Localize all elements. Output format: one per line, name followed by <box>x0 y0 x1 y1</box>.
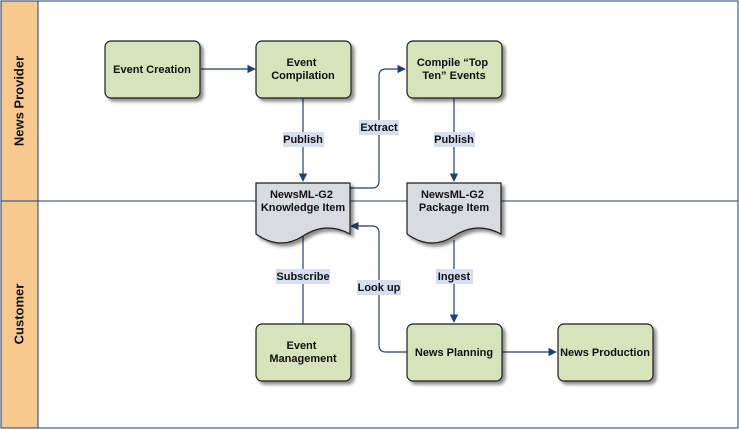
node-label: News Planning <box>415 347 493 359</box>
edge-label-subscribe: Subscribe <box>276 269 330 284</box>
edge-label-extract: Extract <box>359 120 399 135</box>
edge-label-publish-1: Publish <box>283 132 324 147</box>
node-label-line: Management <box>269 353 337 365</box>
edge-label-text: Publish <box>434 134 474 146</box>
lane-label-news-provider: News Provider <box>11 56 26 146</box>
node-knowledge-item: NewsML-G2 Knowledge Item <box>255 182 351 244</box>
node-label: News Production <box>560 347 650 359</box>
edge-label-text: Subscribe <box>276 271 329 283</box>
process-box <box>255 323 352 382</box>
node-event-management: Event Management <box>255 323 352 382</box>
node-package-item: NewsML-G2 Package Item <box>406 182 502 244</box>
edge-label-publish-2: Publish <box>434 132 475 147</box>
process-box <box>104 40 201 99</box>
edge-label-look-up: Look up <box>357 280 401 295</box>
node-label-line: Event <box>286 340 316 352</box>
edge-label-text: Publish <box>283 134 323 146</box>
node-label: Event Creation <box>113 64 191 76</box>
node-label-line: Compilation <box>271 70 335 82</box>
process-box <box>406 323 503 382</box>
node-event-creation: Event Creation <box>104 40 201 99</box>
edge-label-ingest: Ingest <box>436 269 473 284</box>
node-label: Event Compilation <box>271 57 335 82</box>
node-label-line: Ten” Events <box>422 70 485 82</box>
node-label-line: News Production <box>560 347 650 359</box>
node-label: NewsML-G2 Package Item <box>419 189 490 214</box>
node-label-line: Package Item <box>419 202 490 214</box>
node-label-line: Compile “Top <box>417 57 489 69</box>
process-box <box>406 40 503 99</box>
node-label-line: News Planning <box>415 347 493 359</box>
document-shape <box>255 182 351 244</box>
edge-label-bg <box>276 269 330 284</box>
node-label: Event Management <box>269 340 337 365</box>
node-news-production: News Production <box>557 323 654 382</box>
document-shape <box>406 182 502 244</box>
node-label: Compile “Top Ten” Events <box>417 57 491 82</box>
node-label-line: NewsML-G2 <box>421 189 484 201</box>
lane-header-customer-bg <box>1 201 38 428</box>
edge-label-text: Extract <box>360 122 398 134</box>
node-label-line: Event <box>286 57 316 69</box>
node-label-line: NewsML-G2 <box>270 189 333 201</box>
process-box <box>557 323 654 382</box>
process-box <box>255 40 352 99</box>
node-compile-top-ten: Compile “Top Ten” Events <box>406 40 503 99</box>
node-label: NewsML-G2 Knowledge Item <box>261 189 346 214</box>
edge-label-bg <box>359 120 399 135</box>
edge-label-bg <box>434 132 475 147</box>
edge-label-bg <box>283 132 324 147</box>
edge-label-text: Ingest <box>438 271 471 283</box>
edge-label-bg <box>436 269 473 284</box>
node-label-line: Knowledge Item <box>261 202 346 214</box>
lane-label-customer: Customer <box>11 284 26 345</box>
node-label-line: Event Creation <box>113 64 191 76</box>
edge-label-text: Look up <box>358 282 401 294</box>
lane-header-provider-bg <box>1 1 38 201</box>
edge-label-bg <box>357 280 401 295</box>
connectors <box>201 64 557 357</box>
node-event-compilation: Event Compilation <box>255 40 352 99</box>
node-news-planning: News Planning <box>406 323 503 382</box>
